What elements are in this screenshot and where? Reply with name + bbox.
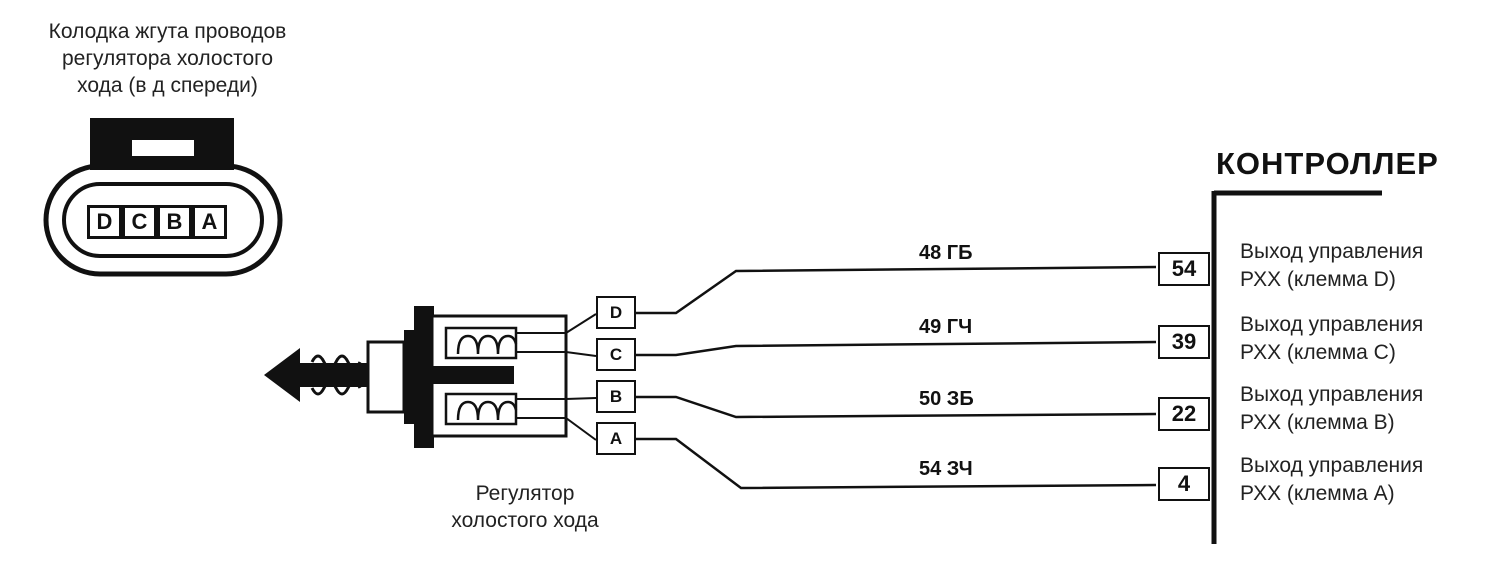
wire-label: 54 ЗЧ [919, 458, 973, 480]
connector-pin-row: D C B A [87, 205, 227, 239]
controller-terminal: 39 [1158, 325, 1210, 359]
harness-connector-icon [43, 118, 283, 277]
output-line: РХХ (клемма B) [1240, 411, 1395, 434]
output-line: РХХ (клемма D) [1240, 268, 1396, 291]
connector-caption-line: Колодка жгута проводов [48, 20, 287, 43]
output-line: Выход управления [1240, 240, 1424, 263]
regulator-pin-b: B [596, 380, 636, 413]
controller-outline [1211, 190, 1382, 544]
wire-label: 49 ГЧ [919, 316, 973, 338]
output-line: РХХ (клемма A) [1240, 482, 1395, 505]
wires [636, 265, 1157, 490]
regulator-caption-line: холостого хода [451, 509, 599, 532]
regulator-pin-d: D [596, 296, 636, 329]
connector-pin: B [157, 205, 192, 239]
regulator-pin-a: A [596, 422, 636, 455]
controller-terminal: 22 [1158, 397, 1210, 431]
wire-48-gb [636, 265, 1157, 315]
regulator-caption-line: Регулятор [475, 482, 575, 505]
wire-label: 50 ЗБ [919, 388, 974, 410]
connector-pin: D [87, 205, 122, 239]
wire-50-zb [636, 395, 1157, 419]
regulator-pin-c: C [596, 338, 636, 371]
idle-regulator-icon [264, 306, 597, 448]
output-line: Выход управления [1240, 383, 1424, 406]
connector-pin: A [192, 205, 227, 239]
controller-output-label: Выход управления РХХ (клемма B) [1240, 381, 1423, 437]
controller-terminal: 4 [1158, 467, 1210, 501]
controller-title: КОНТРОЛЛЕР [1216, 146, 1439, 181]
connector-caption: Колодка жгута проводов регулятора холост… [0, 18, 335, 99]
connector-caption-line: регулятора холостого [61, 47, 274, 70]
wire-label: 48 ГБ [919, 242, 973, 264]
controller-output-label: Выход управления РХХ (клемма D) [1240, 238, 1423, 294]
wire-49-gch [636, 340, 1157, 357]
wire-54-zch [636, 437, 1157, 490]
output-line: РХХ (клемма C) [1240, 341, 1396, 364]
connector-caption-line: хода (в д спереди) [77, 74, 258, 97]
regulator-caption: Регулятор холостого хода [415, 480, 635, 534]
output-line: Выход управления [1240, 313, 1424, 336]
output-line: Выход управления [1240, 454, 1424, 477]
controller-output-label: Выход управления РХХ (клемма C) [1240, 311, 1423, 367]
connector-pin: C [122, 205, 157, 239]
controller-output-label: Выход управления РХХ (клемма A) [1240, 452, 1423, 508]
controller-terminal: 54 [1158, 252, 1210, 286]
